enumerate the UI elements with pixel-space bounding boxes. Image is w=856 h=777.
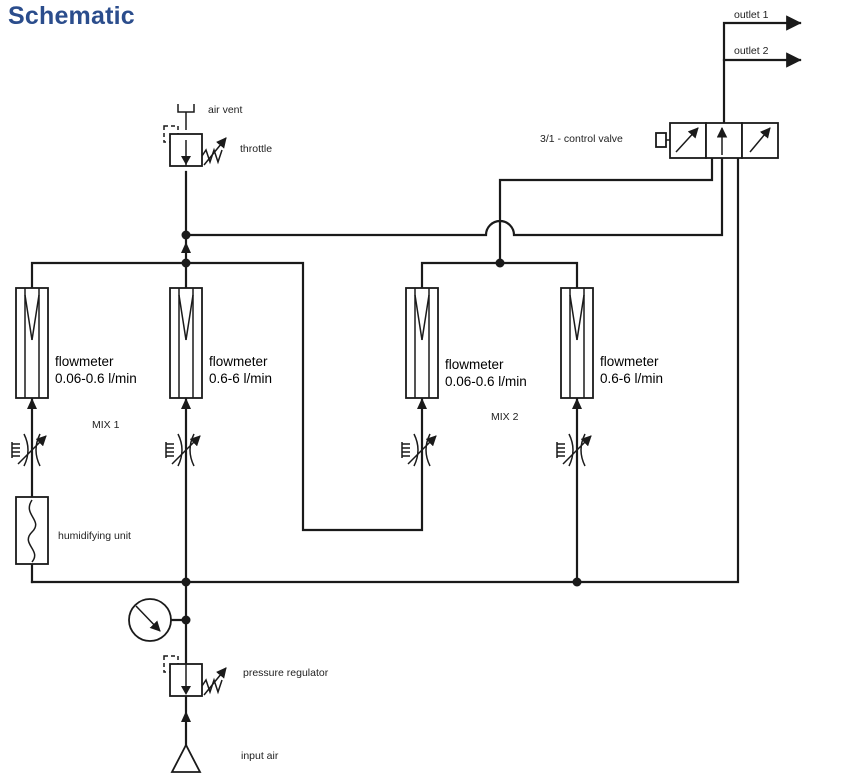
flowmeter-2-range: 0.6-6 l/min xyxy=(209,371,272,386)
needle-valve-1 xyxy=(11,433,47,467)
flowmeter-3-range: 0.06-0.6 l/min xyxy=(445,374,527,389)
control-valve-symbol xyxy=(655,122,779,159)
throttle-symbol xyxy=(163,104,227,167)
humidifying-unit-label: humidifying unit xyxy=(58,530,131,542)
flow-arrow xyxy=(417,398,427,409)
flow-arrow xyxy=(181,242,191,253)
pipe-mix1-to-mix2 xyxy=(30,261,424,532)
mix-2-label: MIX 2 xyxy=(491,411,519,423)
flowmeter-symbols xyxy=(15,287,594,399)
flow-arrow xyxy=(181,711,191,722)
flowmeter-2-name: flowmeter xyxy=(209,354,268,369)
flowmeter-1-name: flowmeter xyxy=(55,354,114,369)
flowmeter-4-range: 0.6-6 l/min xyxy=(600,371,663,386)
flow-arrow xyxy=(181,398,191,409)
outlet-2-label: outlet 2 xyxy=(734,45,769,57)
pipe-outlet-1 xyxy=(722,15,802,62)
flowmeter-4-name: flowmeter xyxy=(600,354,659,369)
flowmeter-3-symbol xyxy=(405,287,439,399)
mix-1-label: MIX 1 xyxy=(92,419,120,431)
needle-valve-2 xyxy=(165,433,201,467)
pipe-outlet-2 xyxy=(722,52,802,125)
junction-dot xyxy=(181,577,191,587)
control-valve-label: 3/1 - control valve xyxy=(540,133,623,145)
outlet-1-label: outlet 1 xyxy=(734,9,769,21)
pressure-regulator-label: pressure regulator xyxy=(243,667,329,679)
junction-dot xyxy=(181,615,191,625)
needle-valve-3 xyxy=(401,433,437,467)
input-air-label: input air xyxy=(241,750,279,762)
page-title: Schematic xyxy=(8,2,135,30)
flow-arrow xyxy=(27,398,37,409)
flow-arrow xyxy=(572,398,582,409)
flowmeter-1-symbol xyxy=(15,287,49,399)
pipe-bottom-to-valve xyxy=(30,156,740,584)
pipe-mix2-to-valve xyxy=(498,156,714,265)
flowmeter-1-range: 0.06-0.6 l/min xyxy=(55,371,137,386)
junction-dot xyxy=(181,230,191,240)
humidifying-unit-symbol xyxy=(15,496,49,565)
junction-dot xyxy=(181,258,191,268)
needle-valve-4 xyxy=(556,433,592,467)
flowmeter-3-name: flowmeter xyxy=(445,357,504,372)
junction-dot xyxy=(495,258,505,268)
pressure-regulator-symbol xyxy=(163,655,227,697)
flowmeter-4-symbol xyxy=(560,287,594,399)
air-vent-label: air vent xyxy=(208,104,243,116)
needle-valves xyxy=(11,433,592,467)
junction-dot xyxy=(572,577,582,587)
pipe-to-valve-inlet xyxy=(184,156,724,237)
flowmeter-2-symbol xyxy=(169,287,203,399)
labels: air vent throttle 3/1 - control valve ou… xyxy=(55,9,769,762)
throttle-label: throttle xyxy=(240,143,272,155)
pressure-gauge-symbol xyxy=(128,598,172,642)
junctions xyxy=(181,230,582,625)
input-air-symbol xyxy=(170,743,202,773)
